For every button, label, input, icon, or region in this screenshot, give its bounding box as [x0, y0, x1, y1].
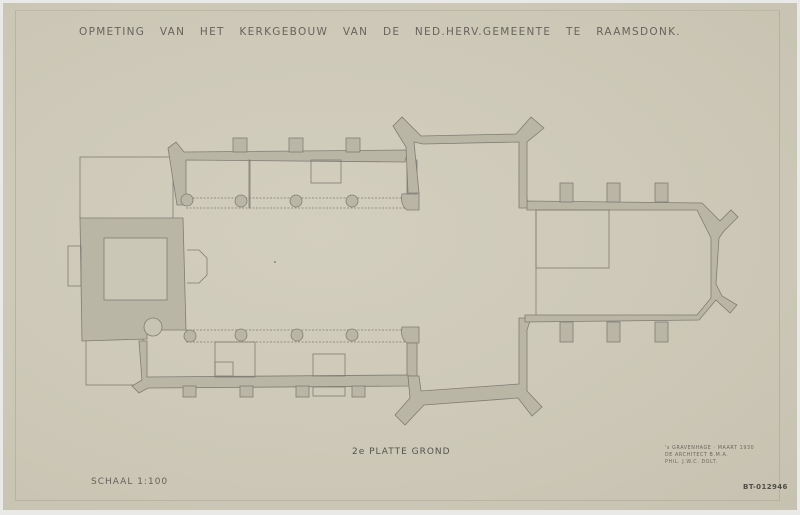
- north-aisle: [167, 137, 420, 211]
- signature-block: 's GRAVENHAGE · MAART 1930 DE ARCHITECT …: [665, 445, 754, 466]
- drawing-title: OPMETING VAN HET KERKGEBOUW VAN DE NED.H…: [79, 26, 681, 38]
- archive-identifier: BT-012946: [743, 483, 788, 491]
- choir: [524, 182, 739, 343]
- tower: [67, 156, 208, 386]
- signature-line-1: 's GRAVENHAGE · MAART 1930: [665, 446, 755, 451]
- center-mark: [274, 261, 276, 263]
- drawing-sheet: [3, 3, 797, 510]
- south-aisle: [131, 326, 420, 398]
- signature-line-2: DE ARCHITECT B.M.A.: [665, 453, 729, 458]
- signature-line-3: PHIL. J.W.C. DOLT.: [665, 460, 718, 465]
- scale-label: SCHAAL 1:100: [91, 477, 169, 487]
- drawing-subtitle: 2e PLATTE GROND: [352, 447, 451, 457]
- transept: [392, 116, 545, 426]
